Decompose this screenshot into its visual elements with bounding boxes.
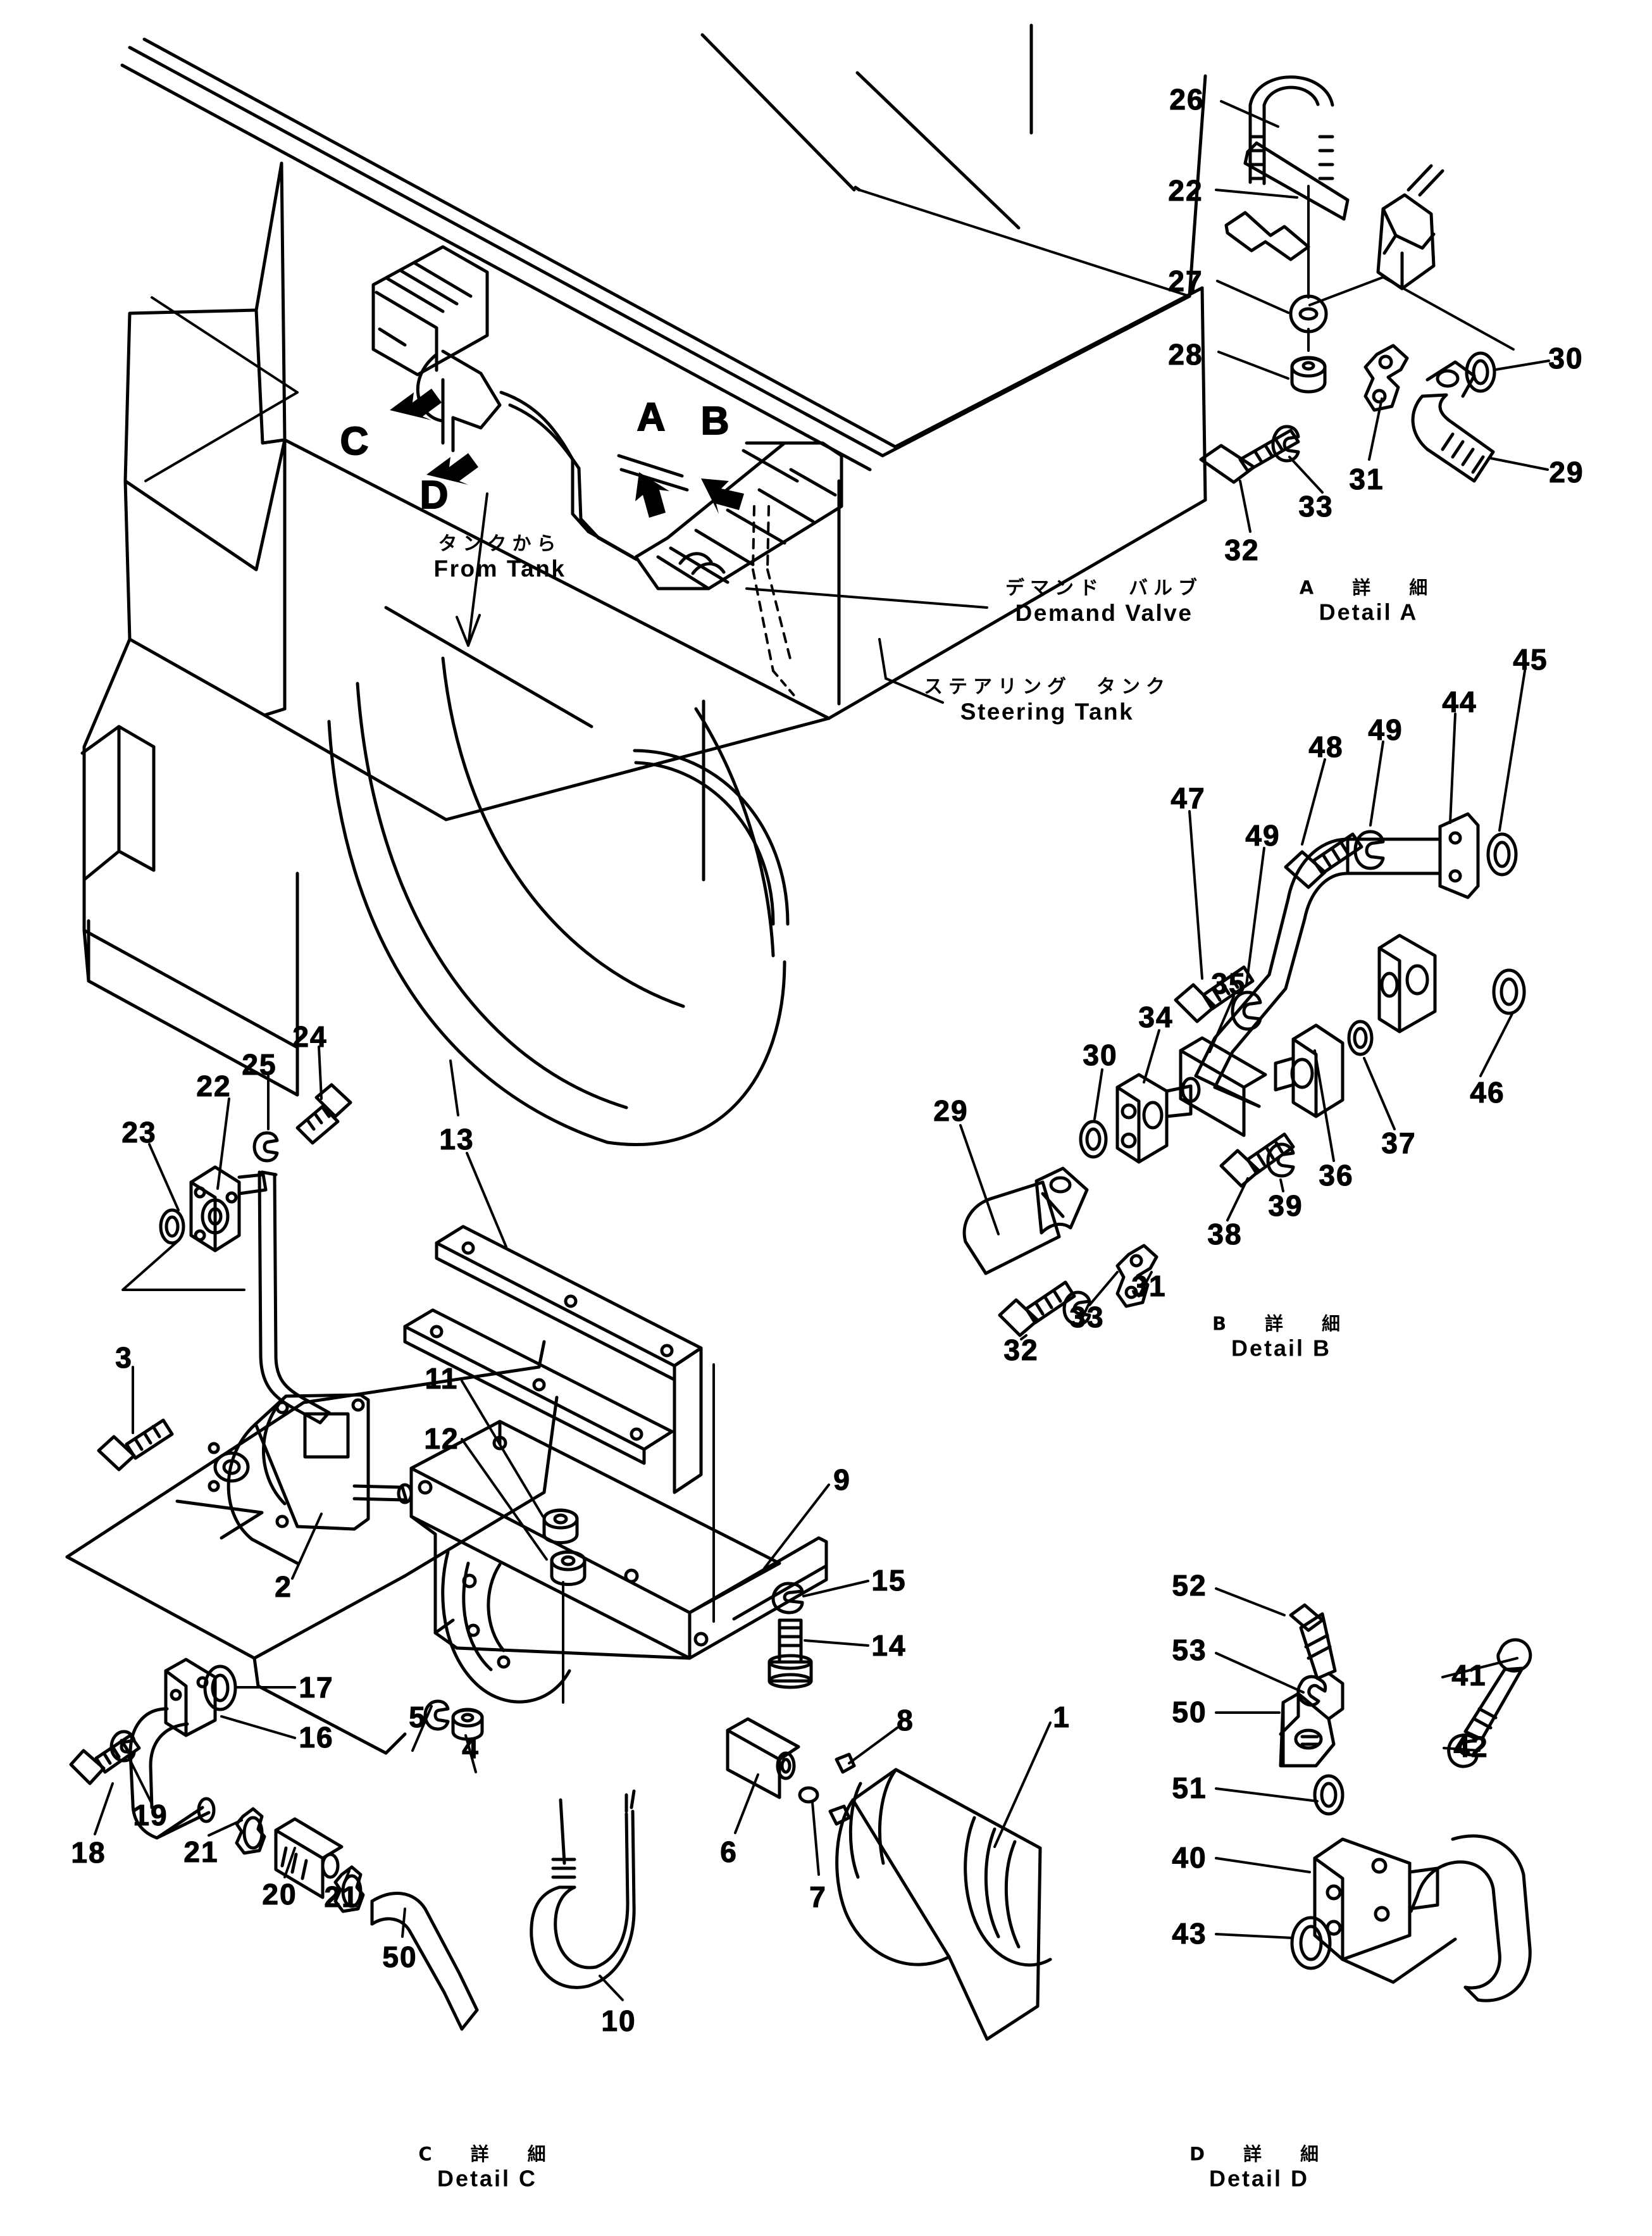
callout-number: 12 bbox=[424, 1422, 459, 1455]
steering-tank-caption-jp: ステアリング タンク bbox=[924, 676, 1171, 699]
callout-number: 49 bbox=[1245, 819, 1281, 852]
detail-a-parts bbox=[1199, 75, 1550, 533]
section-c-marker: C bbox=[340, 420, 370, 463]
section-b-marker: B bbox=[700, 399, 730, 443]
callout-number: 31 bbox=[1349, 463, 1384, 496]
callout-number: 32 bbox=[1224, 534, 1260, 566]
callout-number: 39 bbox=[1268, 1189, 1303, 1222]
detail-c-caption-jp: C 詳 細 bbox=[418, 2143, 556, 2165]
callout-number: 23 bbox=[121, 1116, 157, 1149]
callout-number: 20 bbox=[262, 1878, 297, 1911]
callout-number: 50 bbox=[382, 1940, 418, 1973]
callout-number: 44 bbox=[1442, 685, 1477, 718]
callout-number: 46 bbox=[1470, 1076, 1505, 1109]
demand-valve-caption-jp: デマンド バルブ bbox=[1005, 577, 1203, 600]
callout-number: 1 bbox=[1053, 1701, 1071, 1733]
detail-c-caption-en: Detail C bbox=[437, 2164, 538, 2191]
callout-number: 38 bbox=[1207, 1218, 1243, 1251]
callout-number: 42 bbox=[1453, 1730, 1489, 1763]
callout-number: 33 bbox=[1298, 490, 1334, 523]
callout-number: 19 bbox=[133, 1799, 168, 1832]
callout-number: 8 bbox=[897, 1704, 914, 1737]
callout-number: 6 bbox=[720, 1835, 738, 1868]
callout-number: 26 bbox=[1169, 83, 1205, 116]
callout-number: 41 bbox=[1451, 1659, 1487, 1692]
callout-number: 36 bbox=[1319, 1159, 1354, 1192]
deck-hydraulic-lines bbox=[144, 245, 988, 704]
filter-assembly bbox=[530, 1717, 1052, 2041]
callout-number: 45 bbox=[1513, 643, 1548, 676]
callout-number: 21 bbox=[183, 1835, 219, 1868]
detail-b-caption-en: Detail B bbox=[1231, 1334, 1332, 1361]
callout-number: 51 bbox=[1172, 1771, 1207, 1804]
callout-number: 15 bbox=[871, 1564, 907, 1597]
callout-number: 2 bbox=[275, 1570, 292, 1603]
detail-d-caption-en: Detail D bbox=[1208, 2164, 1310, 2191]
callout-number: 27 bbox=[1168, 265, 1203, 297]
section-arrow-markers bbox=[390, 389, 744, 518]
callout-number: 31 bbox=[1131, 1270, 1167, 1302]
callout-number: 30 bbox=[1083, 1039, 1118, 1071]
mid-left-parts bbox=[121, 1046, 507, 1425]
callout-number: 18 bbox=[71, 1836, 106, 1869]
callout-number: 49 bbox=[1368, 713, 1403, 746]
callout-number: 25 bbox=[242, 1048, 277, 1081]
callout-number: 14 bbox=[871, 1629, 907, 1662]
callout-number: 24 bbox=[292, 1020, 328, 1053]
callout-number: 17 bbox=[299, 1671, 334, 1704]
detail-c-parts bbox=[65, 1340, 559, 2031]
callout-number: 32 bbox=[1003, 1333, 1039, 1366]
callout-number: 29 bbox=[1549, 456, 1584, 489]
steering-tank-caption-en: Steering Tank bbox=[960, 698, 1134, 725]
mount-plate-assembly bbox=[409, 1363, 869, 1773]
detail-a-caption-en: Detail A bbox=[1319, 598, 1419, 625]
callout-number: 5 bbox=[409, 1701, 426, 1733]
callout-number: 29 bbox=[933, 1094, 969, 1127]
callout-number: 10 bbox=[601, 2004, 637, 2037]
callout-number: 21 bbox=[324, 1880, 359, 1913]
callout-number: 33 bbox=[1069, 1301, 1105, 1333]
detail-a-caption-jp: A 詳 細 bbox=[1299, 577, 1438, 599]
callout-number: 22 bbox=[1168, 174, 1203, 207]
callout-number: 13 bbox=[439, 1123, 475, 1156]
detail-b-caption-jp: B 詳 細 bbox=[1212, 1313, 1351, 1335]
callout-number: 50 bbox=[1172, 1696, 1207, 1728]
callout-number: 9 bbox=[833, 1463, 851, 1496]
section-d-marker: D bbox=[419, 473, 449, 517]
section-a-marker: A bbox=[637, 396, 666, 439]
callout-number: 16 bbox=[299, 1721, 334, 1754]
callout-number: 4 bbox=[462, 1732, 480, 1764]
detail-d-parts bbox=[1215, 1587, 1532, 2002]
callout-number: 48 bbox=[1308, 730, 1344, 763]
callout-number: 30 bbox=[1548, 342, 1584, 375]
callout-number: 28 bbox=[1168, 338, 1203, 371]
callout-number: 47 bbox=[1171, 782, 1206, 815]
from-tank-caption-jp: タンクから bbox=[438, 533, 562, 556]
callout-number: 11 bbox=[425, 1362, 459, 1395]
callout-number: 34 bbox=[1138, 1001, 1174, 1034]
callout-number: 37 bbox=[1381, 1127, 1417, 1159]
from-tank-caption-en: From Tank bbox=[433, 555, 566, 582]
callout-number: 35 bbox=[1211, 967, 1246, 1000]
demand-valve-caption-en: Demand Valve bbox=[1015, 599, 1193, 626]
callout-number: 53 bbox=[1172, 1633, 1207, 1666]
detail-b-parts bbox=[959, 670, 1526, 1340]
callout-number: 52 bbox=[1172, 1569, 1207, 1602]
machine-body-illustration bbox=[80, 23, 1207, 1147]
callout-number: 22 bbox=[196, 1070, 232, 1102]
callout-number: 7 bbox=[809, 1880, 827, 1913]
callout-number: 43 bbox=[1172, 1917, 1207, 1950]
detail-d-caption-jp: D 詳 細 bbox=[1189, 2143, 1329, 2165]
callout-number: 3 bbox=[115, 1341, 133, 1374]
support-bars bbox=[403, 1225, 703, 1494]
callout-number: 40 bbox=[1172, 1841, 1207, 1874]
